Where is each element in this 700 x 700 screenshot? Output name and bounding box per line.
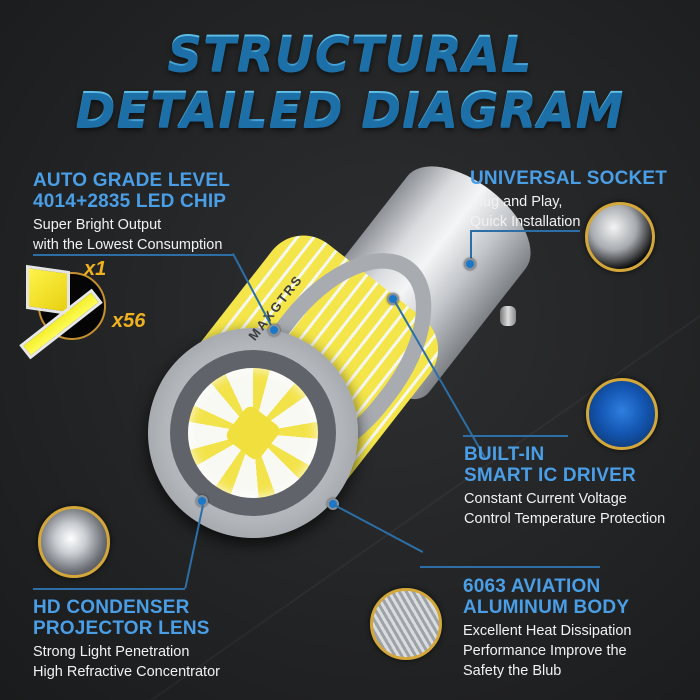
chip-count-x56: x56 <box>112 310 146 332</box>
heading-line: ALUMINUM BODY <box>463 597 630 618</box>
heatsink-icon <box>370 588 442 660</box>
feature-description: Plug and Play, Quick Installation <box>470 192 667 232</box>
title-line-1: STRUCTURAL <box>0 26 700 82</box>
chip-2835-icon <box>26 264 70 316</box>
description-line: Safety the Blub <box>463 663 562 679</box>
heading-line: AUTO GRADE LEVEL <box>33 170 231 191</box>
feature-description: Super Bright Output with the Lowest Cons… <box>33 215 230 255</box>
feature-led-chip: AUTO GRADE LEVEL 4014+2835 LED CHIP Supe… <box>33 170 230 255</box>
feature-description: Strong Light Penetration High Refractive… <box>33 642 220 682</box>
socket-icon <box>585 202 655 272</box>
feature-heading: UNIVERSAL SOCKET <box>470 168 667 189</box>
heading-line: UNIVERSAL SOCKET <box>470 168 668 189</box>
description-line: Quick Installation <box>470 214 581 230</box>
description-line: Excellent Heat Dissipation <box>463 623 632 639</box>
callout-dot <box>464 258 476 270</box>
description-line: Plug and Play, <box>470 194 563 210</box>
feature-socket: UNIVERSAL SOCKET Plug and Play, Quick In… <box>470 168 667 232</box>
callout-line <box>470 230 580 232</box>
feature-lens: HD CONDENSER PROJECTOR LENS Strong Light… <box>33 597 220 682</box>
chip-count-x1: x1 <box>84 258 107 280</box>
heading-line: HD CONDENSER <box>33 597 190 618</box>
feature-description: Constant Current Voltage Control Tempera… <box>464 489 665 529</box>
ic-chip-icon <box>586 378 658 450</box>
callout-line <box>470 230 472 260</box>
callout-line <box>463 435 568 437</box>
description-line: Strong Light Penetration <box>33 644 190 660</box>
description-line: High Refractive Concentrator <box>33 664 220 680</box>
lens-icon <box>38 506 110 578</box>
heading-line: SMART IC DRIVER <box>464 465 636 486</box>
description-line: Super Bright Output <box>33 217 162 233</box>
feature-ic-driver: BUILT-IN SMART IC DRIVER Constant Curren… <box>464 444 665 529</box>
description-line: Performance Improve the <box>463 643 627 659</box>
description-line: Control Temperature Protection <box>464 511 666 527</box>
heading-line: BUILT-IN <box>464 444 545 465</box>
heading-line: PROJECTOR LENS <box>33 618 210 639</box>
description-line: with the Lowest Consumption <box>33 237 223 253</box>
heading-line: 4014+2835 LED CHIP <box>33 191 227 212</box>
title-line-2: DETAILED DIAGRAM <box>0 82 700 138</box>
description-line: Constant Current Voltage <box>464 491 627 507</box>
feature-heading: 6063 AVIATION ALUMINUM BODY <box>463 576 631 618</box>
feature-heading: AUTO GRADE LEVEL 4014+2835 LED CHIP <box>33 170 230 212</box>
feature-heading: BUILT-IN SMART IC DRIVER <box>464 444 665 486</box>
callout-line <box>420 566 600 568</box>
callout-line <box>334 504 423 553</box>
callout-dot <box>268 324 280 336</box>
feature-description: Excellent Heat Dissipation Performance I… <box>463 621 631 681</box>
feature-aluminum-body: 6063 AVIATION ALUMINUM BODY Excellent He… <box>463 576 631 681</box>
bulb-bayonet-pin <box>500 306 516 326</box>
feature-heading: HD CONDENSER PROJECTOR LENS <box>33 597 220 639</box>
callout-line <box>33 588 185 590</box>
callout-dot <box>387 293 399 305</box>
heading-line: 6063 AVIATION <box>463 576 601 597</box>
callout-line <box>33 254 233 256</box>
